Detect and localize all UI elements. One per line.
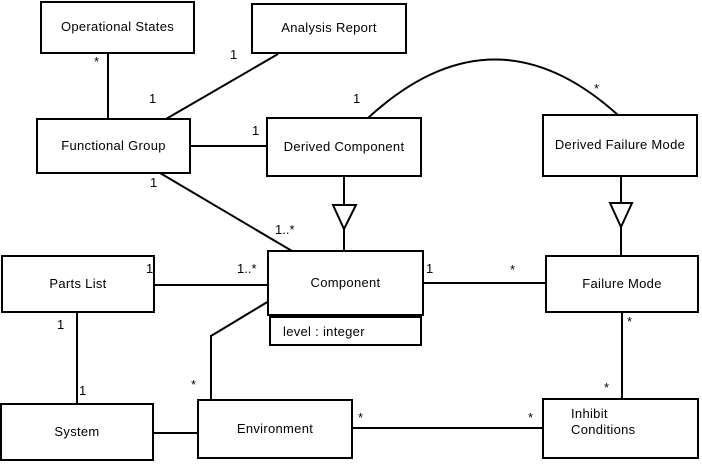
multiplicity-component-env-end: * <box>191 377 197 392</box>
association-line-component-env-diagonal <box>210 300 270 337</box>
multiplicity-fm-inhibit-bottom: * <box>604 380 610 395</box>
class-environment[interactable]: Environment <box>197 399 353 459</box>
class-label: Functional Group <box>61 137 166 153</box>
class-component-attributes[interactable]: level : integer <box>269 316 422 346</box>
class-label: Inhibit Conditions <box>571 406 636 438</box>
class-functional-group[interactable]: Functional Group <box>36 118 191 174</box>
class-label: Failure Mode <box>582 275 662 291</box>
class-system[interactable]: System <box>0 403 154 461</box>
multiplicity-component-fm-fm-end: * <box>510 262 516 277</box>
association-arc-dc-dfm <box>367 58 620 119</box>
class-label: Environment <box>236 420 314 436</box>
multiplicity-fm-inhibit-top: * <box>627 314 633 329</box>
multiplicity-partslist-component-end: 1..* <box>237 261 257 276</box>
class-derived-failure-mode[interactable]: Derived Failure Mode <box>542 114 698 177</box>
multiplicity-analysis-report-end: 1 <box>230 47 238 62</box>
class-label: Parts List <box>49 275 107 291</box>
class-operational-states[interactable]: Operational States <box>40 1 195 54</box>
class-analysis-report[interactable]: Analysis Report <box>251 3 407 54</box>
class-label: Derived Component <box>283 138 405 154</box>
class-label: System <box>54 423 100 439</box>
multiplicity-partslist-end: 1 <box>146 261 154 276</box>
multiplicity-fg-component-comp-end: 1..* <box>275 222 295 237</box>
multiplicity-fg-dc-end: 1 <box>252 123 260 138</box>
association-line-analysis-fg <box>165 53 279 120</box>
class-parts-list[interactable]: Parts List <box>1 255 155 313</box>
multiplicity-arc-dfm-end: * <box>594 81 600 96</box>
multiplicity-component-fm-comp-end: 1 <box>426 261 434 276</box>
generalization-triangle-icon <box>608 202 634 230</box>
multiplicity-env-inhibit-left: * <box>358 410 364 425</box>
class-label: Analysis Report <box>281 20 377 36</box>
multiplicity-opstates-end: * <box>94 54 100 69</box>
multiplicity-arc-dc-end: 1 <box>353 91 361 106</box>
multiplicity-partslist-system-top: 1 <box>57 317 65 332</box>
multiplicity-fg-component-fg-end: 1 <box>150 175 158 190</box>
multiplicity-env-inhibit-right: * <box>528 410 534 425</box>
class-component[interactable]: Component <box>267 250 424 316</box>
attribute-label: level : integer <box>283 323 365 339</box>
association-line-fg-component <box>159 172 293 252</box>
class-label: Component <box>310 274 381 290</box>
multiplicity-analysis-fg-end: 1 <box>149 91 157 106</box>
generalization-triangle-icon <box>331 204 358 232</box>
class-label: Operational States <box>60 19 175 35</box>
class-derived-component[interactable]: Derived Component <box>266 117 422 177</box>
multiplicity-partslist-system-bottom: 1 <box>79 383 87 398</box>
class-inhibit-conditions[interactable]: Inhibit Conditions <box>542 398 699 459</box>
class-label: Derived Failure Mode <box>554 137 686 153</box>
class-failure-mode[interactable]: Failure Mode <box>545 255 699 313</box>
